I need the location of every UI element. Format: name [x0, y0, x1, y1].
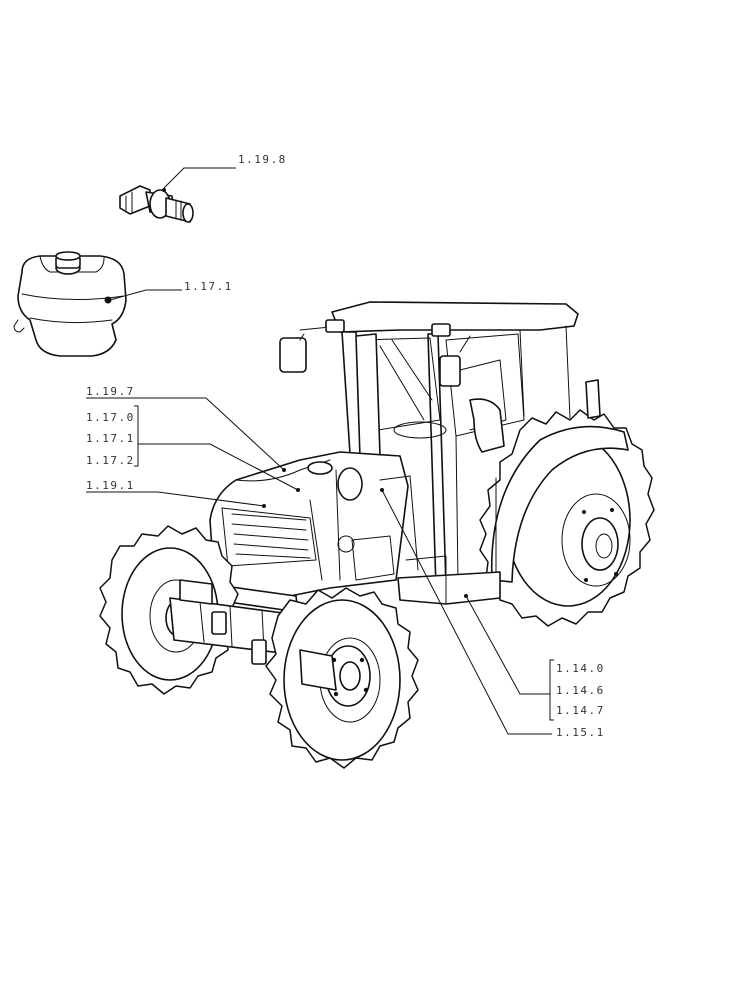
callout-1-19-7: 1.19.7: [86, 385, 286, 472]
callout-label: 1.17.0: [86, 411, 135, 424]
callout-label: 1.17.1: [184, 280, 233, 293]
callout-1-15-1: 1.15.1: [380, 488, 605, 739]
callout-1-17-1-tank: 1.17.1: [109, 280, 233, 301]
callout-group-1-17: 1.17.0 1.17.1 1.17.2: [86, 405, 300, 492]
callout-label: 1.14.0: [556, 662, 605, 675]
callout-label: 1.14.7: [556, 704, 605, 717]
tractor-illustration: [99, 301, 655, 769]
expansion-tank-illustration: [13, 251, 127, 357]
front-wheel-right: [265, 587, 419, 769]
callout-label: 1.17.1: [86, 432, 135, 445]
callout-1-19-8: 1.19.8: [162, 153, 287, 192]
callout-label: 1.17.2: [86, 454, 135, 467]
engine-hood: [209, 451, 409, 613]
callout-label: 1.19.1: [86, 479, 135, 492]
rear-fender: [490, 425, 629, 583]
callout-label: 1.15.1: [556, 726, 605, 739]
sensor-part-illustration: [119, 185, 194, 223]
callout-label: 1.14.6: [556, 684, 605, 697]
cab: [279, 301, 601, 589]
chassis-step: [397, 571, 501, 605]
callout-label: 1.19.8: [238, 153, 287, 166]
callout-group-1-14: 1.14.0 1.14.6 1.14.7: [464, 594, 605, 721]
callout-1-19-1: 1.19.1: [86, 479, 266, 508]
callout-label: 1.19.7: [86, 385, 135, 398]
